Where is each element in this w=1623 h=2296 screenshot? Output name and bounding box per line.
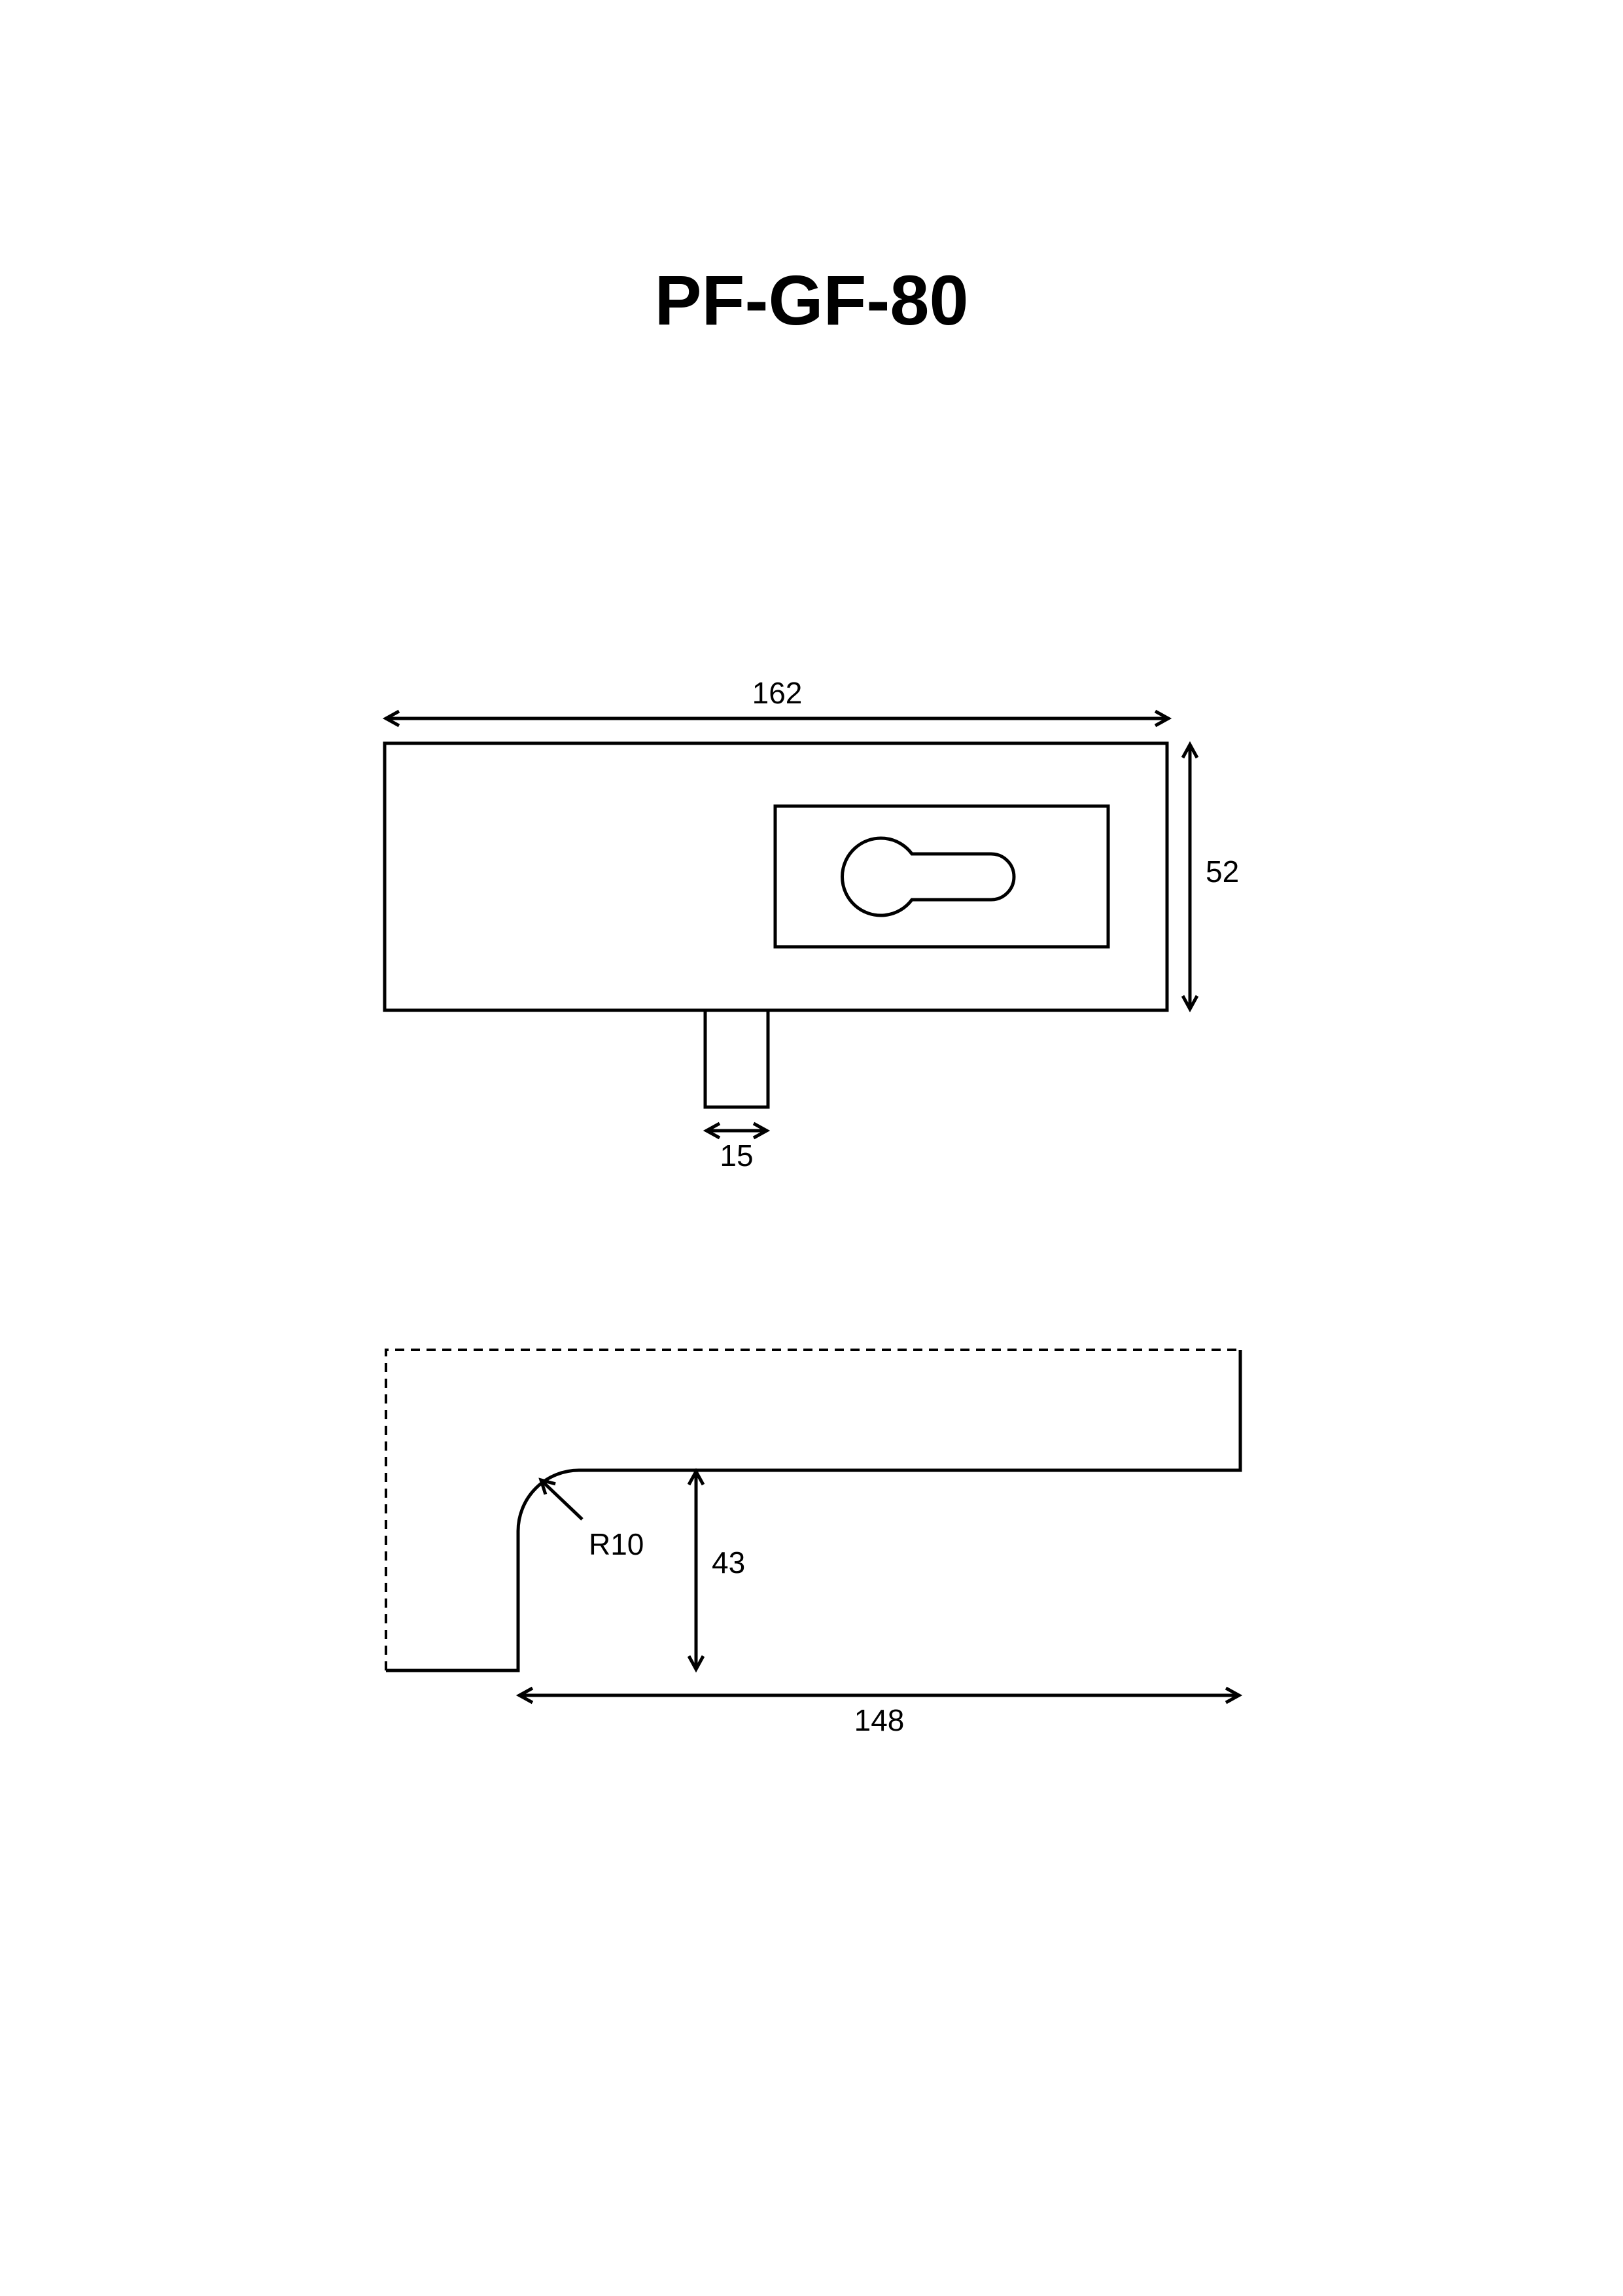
top-view: 162 52 15: [382, 676, 1239, 1173]
side-view: R10 43 148: [385, 1349, 1243, 1737]
radius-label: R10: [589, 1527, 644, 1561]
radius-leader-line: [538, 1477, 584, 1521]
inner-plate: [773, 804, 1110, 949]
keyhole-slot: [841, 836, 1016, 917]
side-height-dimension-label: 43: [712, 1545, 745, 1580]
width-dimension-label: 162: [752, 676, 803, 710]
glass-outline-dashed: [385, 1349, 1240, 1670]
height-dimension-label: 52: [1206, 855, 1239, 889]
stem-outline: [703, 1008, 770, 1109]
fitting-profile: [386, 1350, 1242, 1672]
stem-width-dimension-label: 15: [720, 1139, 753, 1173]
part-title: PF-GF-80: [654, 260, 969, 340]
body-outline: [383, 741, 1169, 1012]
length-dimension-label: 148: [854, 1703, 905, 1737]
